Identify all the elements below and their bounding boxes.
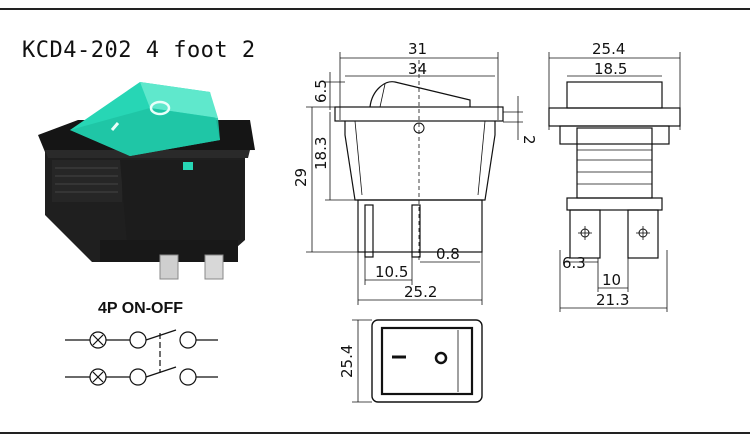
page-title: KCD4-202 4 foot 2 xyxy=(22,38,256,63)
dim-side-10-5: 10.5 xyxy=(375,263,408,281)
dim-side-25-2: 25.2 xyxy=(404,283,437,301)
dim-side-0-8: 0.8 xyxy=(436,245,460,263)
circuit-label: 4P ON-OFF xyxy=(98,300,183,317)
dim-side-18-3: 18.3 xyxy=(312,137,330,170)
dim-side-29: 29 xyxy=(292,168,310,187)
side-view-drawing: 31 34 2 6.5 18.3 29 xyxy=(292,40,538,305)
front-view-drawing: 25.4 18.5 6.3 10 21.3 xyxy=(548,40,681,312)
dim-side-2: 2 xyxy=(520,135,538,145)
dim-front-21-3: 21.3 xyxy=(596,291,629,309)
circuit-schematic: 4P ON-OFF xyxy=(65,300,218,386)
dim-side-34: 34 xyxy=(408,60,427,78)
dim-top-25-4: 25.4 xyxy=(338,345,356,378)
switch-photo xyxy=(38,82,255,280)
dim-side-6-5: 6.5 xyxy=(312,79,330,103)
top-view-drawing: 25.4 xyxy=(338,319,483,403)
dim-side-31: 31 xyxy=(408,40,427,58)
dim-front-18-5: 18.5 xyxy=(594,60,627,78)
dim-front-25-4: 25.4 xyxy=(592,40,625,58)
dim-front-10: 10 xyxy=(602,271,621,289)
top-border xyxy=(0,8,750,10)
bottom-border xyxy=(0,432,750,434)
dim-front-6-3: 6.3 xyxy=(562,254,586,272)
